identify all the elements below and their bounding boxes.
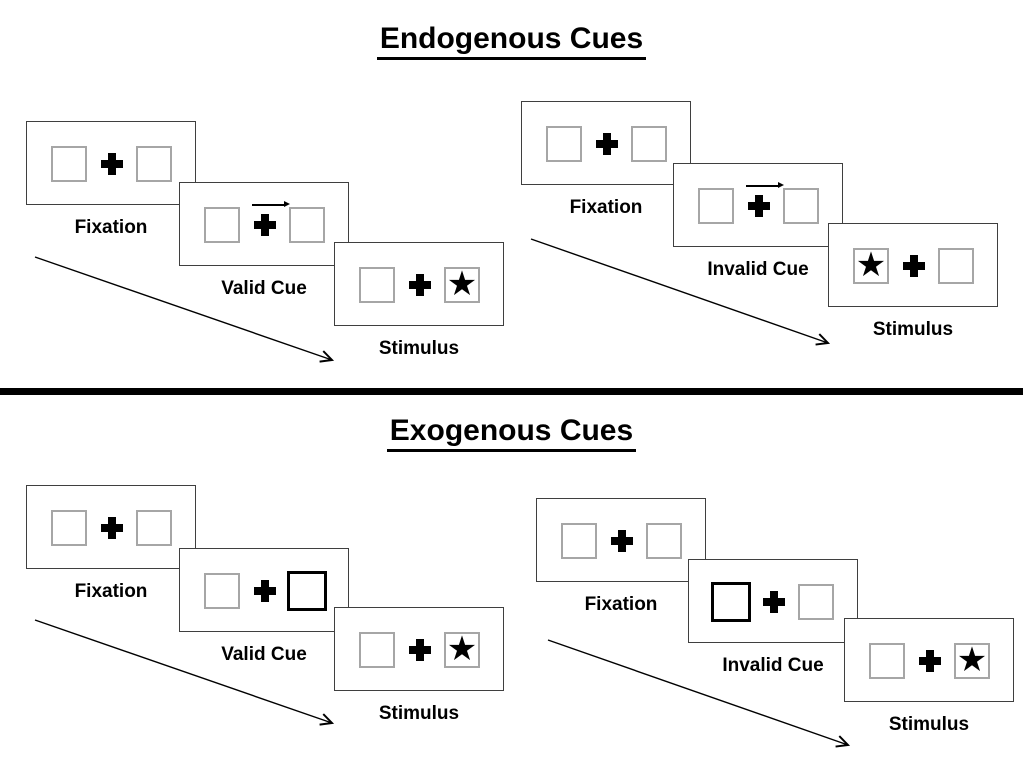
placeholder-box-left	[359, 267, 395, 303]
trial-screen	[536, 498, 706, 582]
fixation-cross-icon	[254, 214, 276, 236]
target-box-right: ★	[954, 643, 990, 679]
cue-arrow-icon	[746, 181, 784, 190]
exogenous-section-title: Exogenous Cues	[0, 414, 1023, 452]
fixation-cross-icon	[763, 591, 785, 613]
fixation-cross-icon	[903, 255, 925, 277]
star-stimulus-icon: ★	[446, 265, 478, 303]
placeholder-box-left	[51, 146, 87, 182]
fixation-cross-icon	[919, 650, 941, 672]
frame-label: Stimulus	[888, 714, 970, 735]
fixation-cross-icon	[409, 639, 431, 661]
frame-label: Stimulus	[378, 703, 460, 724]
star-stimulus-icon: ★	[446, 630, 478, 668]
bold-cue-box-left	[711, 582, 751, 622]
frame-label: Fixation	[584, 594, 658, 615]
target-box-right: ★	[444, 267, 480, 303]
placeholder-box-right	[289, 207, 325, 243]
placeholder-box-right	[783, 188, 819, 224]
trial-screen	[26, 121, 196, 205]
trial-screen	[673, 163, 843, 247]
fixation-cross-icon	[596, 133, 618, 155]
placeholder-box-right	[938, 248, 974, 284]
frame-label: Valid Cue	[221, 278, 307, 299]
fixation-cross-icon	[101, 153, 123, 175]
placeholder-box-right	[631, 126, 667, 162]
frame-label: Fixation	[74, 217, 148, 238]
placeholder-box-left	[204, 207, 240, 243]
placeholder-box-left	[546, 126, 582, 162]
fixation-cross-icon	[101, 517, 123, 539]
fixation-cross-icon	[409, 274, 431, 296]
endogenous-section-title: Endogenous Cues	[0, 22, 1023, 60]
cue-arrow-icon	[252, 200, 290, 209]
trial-screen: ★	[844, 618, 1014, 702]
trial-screen	[521, 101, 691, 185]
sequence-arrow-exogenous-valid	[34, 619, 335, 726]
trial-screen	[688, 559, 858, 643]
frame-label: Invalid Cue	[722, 655, 824, 676]
frame-label: Valid Cue	[221, 644, 307, 665]
placeholder-box-left	[698, 188, 734, 224]
placeholder-box-left	[359, 632, 395, 668]
placeholder-box-right	[136, 146, 172, 182]
placeholder-box-left	[51, 510, 87, 546]
trial-screen	[179, 182, 349, 266]
fixation-cross-icon	[611, 530, 633, 552]
placeholder-box-left	[561, 523, 597, 559]
trial-screen: ★	[334, 242, 504, 326]
fixation-cross-icon	[254, 580, 276, 602]
placeholder-box-left	[869, 643, 905, 679]
trial-screen: ★	[828, 223, 998, 307]
frame-label: Stimulus	[872, 319, 954, 340]
frame-label: Fixation	[74, 581, 148, 602]
star-stimulus-icon: ★	[956, 641, 988, 679]
trial-screen	[26, 485, 196, 569]
fixation-cross-icon	[748, 195, 770, 217]
placeholder-box-right	[646, 523, 682, 559]
placeholder-box-left	[204, 573, 240, 609]
star-stimulus-icon: ★	[855, 246, 887, 284]
frame-label: Invalid Cue	[707, 259, 809, 280]
target-box-right: ★	[444, 632, 480, 668]
sequence-arrow-endogenous-valid	[34, 256, 335, 363]
section-title-text: Endogenous Cues	[376, 22, 647, 60]
placeholder-box-right	[798, 584, 834, 620]
sequence-arrow-endogenous-invalid	[530, 238, 831, 346]
trial-screen	[179, 548, 349, 632]
frame-label: Stimulus	[378, 338, 460, 359]
section-divider	[0, 388, 1023, 395]
placeholder-box-right	[136, 510, 172, 546]
frame-label: Fixation	[569, 197, 643, 218]
sequence-arrow-exogenous-invalid	[547, 639, 851, 748]
trial-screen: ★	[334, 607, 504, 691]
bold-cue-box-right	[287, 571, 327, 611]
section-title-text: Exogenous Cues	[386, 414, 637, 452]
target-box-left: ★	[853, 248, 889, 284]
